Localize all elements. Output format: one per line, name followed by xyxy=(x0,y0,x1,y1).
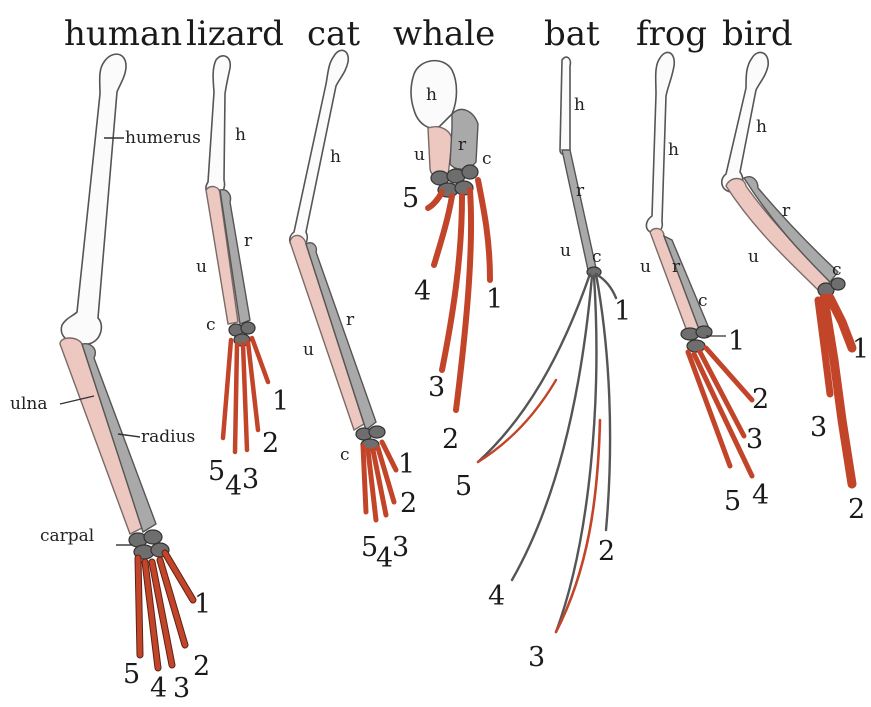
bird-digit-2: 2 xyxy=(848,494,865,525)
cat-ulna xyxy=(290,235,364,430)
whale-ulna xyxy=(428,127,452,178)
frog-digit-2: 2 xyxy=(752,384,769,415)
frog-digit-5: 5 xyxy=(724,486,741,517)
human-digit-3: 3 xyxy=(173,673,190,704)
lizard-digit-3: 3 xyxy=(242,464,259,495)
cat-limb: h u r c 1 2 3 4 5 xyxy=(290,50,417,574)
frog-label-c: c xyxy=(698,291,708,311)
lizard-digit-2: 2 xyxy=(262,428,279,459)
lizard-digit-5: 5 xyxy=(208,456,225,487)
bat-digits xyxy=(478,274,616,632)
cat-digit-5: 5 xyxy=(361,532,378,563)
bird-ulna xyxy=(726,179,830,293)
bird-label-r: r xyxy=(782,201,791,221)
bat-digit-5: 5 xyxy=(455,471,472,502)
bat-digit-3: 3 xyxy=(528,642,545,673)
title-lizard: lizard xyxy=(186,14,284,54)
lizard-label-c: c xyxy=(206,315,216,335)
label-radius: radius xyxy=(141,427,195,447)
bat-label-r: r xyxy=(576,181,585,201)
bird-label-h: h xyxy=(756,117,767,137)
label-humerus: humerus xyxy=(125,128,201,148)
whale-label-h: h xyxy=(426,85,437,105)
bat-digit-4-bone xyxy=(512,276,592,580)
cat-label-r: r xyxy=(346,310,355,330)
lizard-label-u: u xyxy=(196,257,207,277)
cat-digits xyxy=(363,442,396,520)
lizard-label-r: r xyxy=(244,231,253,251)
bat-digit-2-bone xyxy=(596,274,610,530)
label-ulna: ulna xyxy=(10,394,47,414)
title-whale: whale xyxy=(393,14,495,54)
frog-ulna xyxy=(650,229,700,334)
lizard-limb: h u r c 1 2 3 4 5 xyxy=(196,56,289,502)
frog-digit-4: 4 xyxy=(752,480,769,511)
title-bird: bird xyxy=(722,14,793,54)
title-frog: frog xyxy=(636,14,707,54)
human-digit-4: 4 xyxy=(150,673,167,704)
whale-digit-4: 4 xyxy=(414,276,431,307)
lizard-digit-1: 1 xyxy=(272,386,289,417)
frog-digits xyxy=(688,336,752,476)
bird-label-u: u xyxy=(748,247,759,267)
bat-digit-4: 4 xyxy=(488,581,505,612)
whale-digit-3: 3 xyxy=(428,372,445,403)
cat-label-h: h xyxy=(330,147,341,167)
label-carpal: carpal xyxy=(40,526,94,546)
frog-label-u: u xyxy=(640,257,651,277)
bat-label-h: h xyxy=(574,95,585,115)
bird-digit-3: 3 xyxy=(810,412,827,443)
frog-label-h: h xyxy=(668,140,679,160)
bat-digit-1: 1 xyxy=(614,296,631,327)
bat-humerus xyxy=(560,57,570,154)
human-digit-1: 1 xyxy=(194,589,211,620)
cat-digit-2: 2 xyxy=(400,488,417,519)
whale-limb: h u r c 1 2 3 4 5 xyxy=(402,61,503,455)
cat-digit-1: 1 xyxy=(398,449,415,480)
human-humerus xyxy=(61,54,126,344)
lizard-humerus xyxy=(206,56,230,196)
lizard-digit-4: 4 xyxy=(225,471,242,502)
human-digit-5: 5 xyxy=(123,659,140,690)
human-digits xyxy=(138,553,193,668)
bird-digits xyxy=(818,298,852,484)
bat-label-u: u xyxy=(560,241,571,261)
human-limb: humerus ulna radius carpal 1 2 3 4 5 xyxy=(10,54,211,704)
whale-digit-2: 2 xyxy=(442,424,459,455)
human-digit-2: 2 xyxy=(193,651,210,682)
frog-digit-1: 1 xyxy=(728,326,745,357)
cat-label-c: c xyxy=(340,445,350,465)
cat-digit-4: 4 xyxy=(376,543,393,574)
cat-label-u: u xyxy=(303,340,314,360)
cat-carpals xyxy=(356,426,385,451)
title-human: human xyxy=(64,14,182,54)
whale-digit-5: 5 xyxy=(402,183,419,214)
whale-label-u: u xyxy=(414,145,425,165)
frog-label-r: r xyxy=(672,257,681,277)
lizard-label-h: h xyxy=(235,125,246,145)
cat-radius xyxy=(306,243,376,430)
whale-label-r: r xyxy=(458,135,467,155)
title-bat: bat xyxy=(544,14,600,54)
frog-digit-3: 3 xyxy=(746,424,763,455)
bird-digit-1: 1 xyxy=(852,334,869,365)
whale-digit-1: 1 xyxy=(486,284,503,315)
cat-digit-3: 3 xyxy=(392,532,409,563)
bat-label-c: c xyxy=(592,247,602,267)
bat-digit-2: 2 xyxy=(598,536,615,567)
bird-label-c: c xyxy=(832,260,842,280)
whale-label-c: c xyxy=(482,149,492,169)
title-cat: cat xyxy=(307,14,360,54)
